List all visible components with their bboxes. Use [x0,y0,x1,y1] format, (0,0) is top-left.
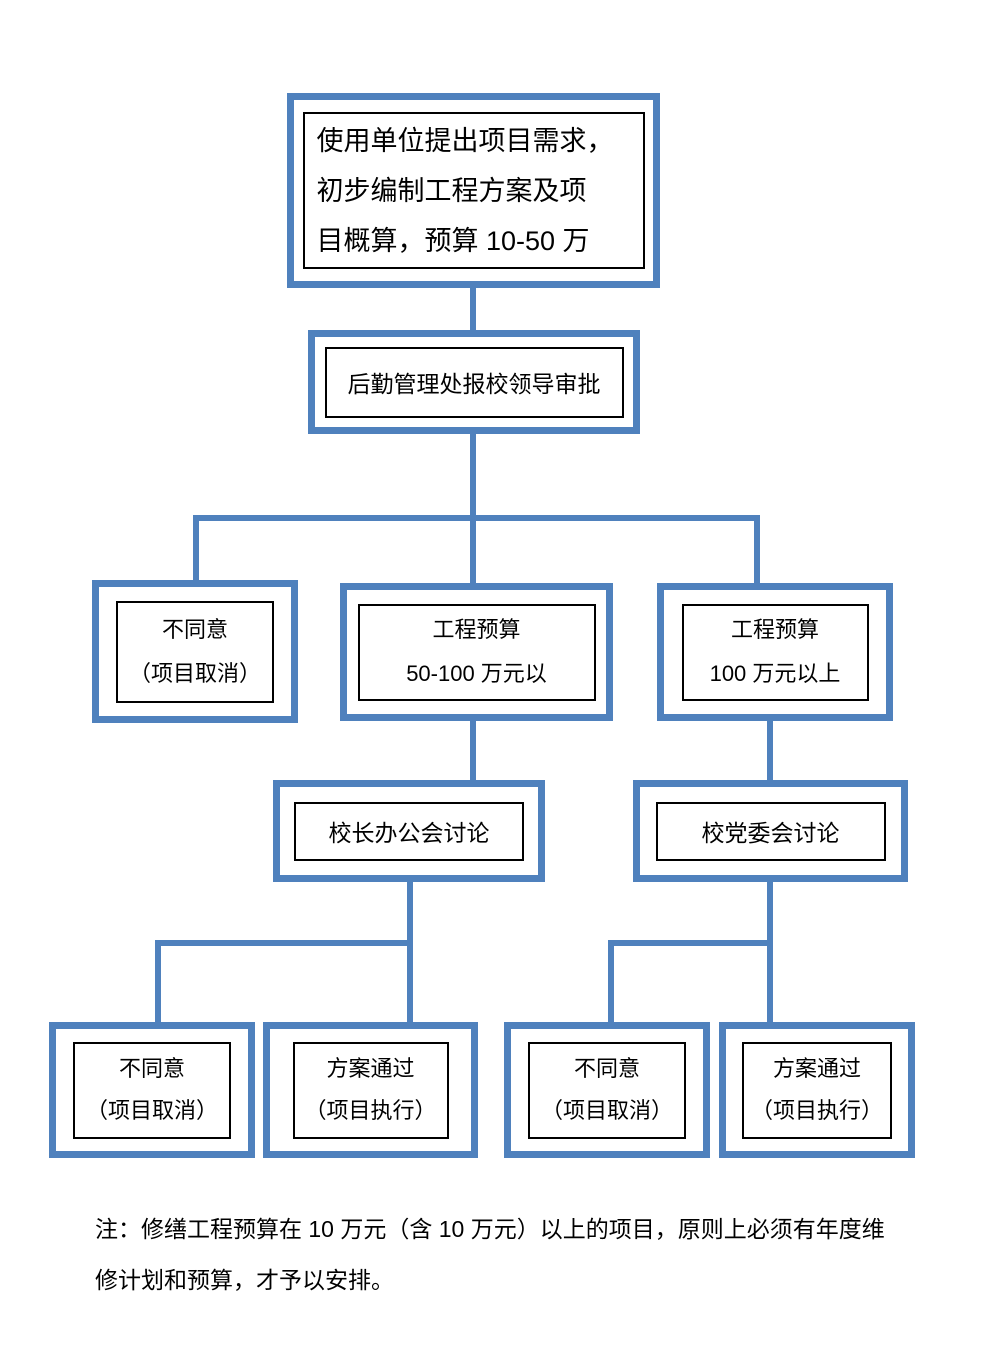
node-plan-approved-right-label: 方案通过 （项目执行） [742,1041,892,1139]
node-line: （项目取消） [128,660,261,686]
connector-branch-bar-left [155,940,413,946]
node-reject-cancel-right-label: 不同意 （项目取消） [528,1041,686,1139]
node-disagree-cancel-top: 不同意 （项目取消） [92,580,298,723]
connector-budget-high-to-party [767,721,773,780]
connector-approval-riser [470,434,476,521]
node-party-committee-meeting-label: 校党委会讨论 [655,801,886,861]
node-reject-cancel-right: 不同意 （项目取消） [504,1022,710,1158]
connector-drop-reject-b [608,946,614,1022]
node-plan-approved-right: 方案通过 （项目执行） [719,1022,915,1158]
node-project-demand: 使用单位提出项目需求， 初步编制工程方案及项 目概算，预算 10-50 万 [287,93,660,288]
node-budget-50-100: 工程预算 50-100 万元以 [340,583,613,721]
footnote-line: 注：修缮工程预算在 10 万元（含 10 万元）以上的项目，原则上必须有年度维 [95,1216,885,1242]
footnote-line: 修计划和预算，才予以安排。 [95,1267,394,1293]
node-line: 方案通过 [772,1056,861,1081]
connector-party-down [767,882,773,1022]
node-principal-office-meeting: 校长办公会讨论 [273,780,545,882]
connector-budget-mid-to-principal [470,721,476,780]
node-party-committee-meeting: 校党委会讨论 [633,780,908,882]
node-line: 后勤管理处报校领导审批 [347,371,601,397]
node-line: （项目取消） [540,1098,673,1123]
node-line: 不同意 [573,1056,640,1081]
node-line: 初步编制工程方案及项 [316,175,587,206]
connector-branch-bar-right [608,940,773,946]
node-line: 方案通过 [326,1056,415,1081]
connector-drop-budget-mid [470,521,476,583]
node-line: （项目执行） [750,1098,883,1123]
node-project-demand-label: 使用单位提出项目需求， 初步编制工程方案及项 目概算，预算 10-50 万 [302,112,645,269]
node-principal-office-meeting-label: 校长办公会讨论 [294,801,524,861]
node-reject-cancel-left: 不同意 （项目取消） [49,1022,255,1158]
node-line: 校长办公会讨论 [328,820,490,846]
footnote: 注：修缮工程预算在 10 万元（含 10 万元）以上的项目，原则上必须有年度维 … [95,1204,895,1306]
node-line: 使用单位提出项目需求， [316,125,614,156]
node-line: 工程预算 [432,617,521,642]
node-budget-over-100: 工程预算 100 万元以上 [657,583,893,721]
connector-drop-budget-high [754,521,760,583]
node-plan-approved-left: 方案通过 （项目执行） [263,1022,478,1158]
connector-principal-down [407,882,413,1022]
connector-demand-to-approval [470,288,476,330]
connector-drop-disagree [193,521,199,580]
node-budget-50-100-label: 工程预算 50-100 万元以 [357,603,596,701]
node-plan-approved-left-label: 方案通过 （项目执行） [292,1041,449,1139]
node-line: 100 万元以上 [709,661,841,686]
node-reject-cancel-left-label: 不同意 （项目取消） [73,1041,231,1139]
node-line: 工程预算 [730,617,819,642]
connector-drop-reject-a [155,946,161,1022]
node-logistics-approval: 后勤管理处报校领导审批 [308,330,640,434]
node-line: 校党委会讨论 [701,820,840,846]
node-line: 不同意 [161,616,228,642]
node-logistics-approval-label: 后勤管理处报校领导审批 [324,346,624,418]
node-budget-over-100-label: 工程预算 100 万元以上 [681,603,869,701]
node-disagree-cancel-top-label: 不同意 （项目取消） [116,600,274,703]
connector-branch-bar-top [193,515,760,521]
node-line: （项目执行） [304,1098,437,1123]
node-line: 50-100 万元以 [406,661,547,686]
node-line: 不同意 [118,1056,185,1081]
node-line: 目概算，预算 10-50 万 [316,225,590,256]
node-line: （项目取消） [85,1098,218,1123]
